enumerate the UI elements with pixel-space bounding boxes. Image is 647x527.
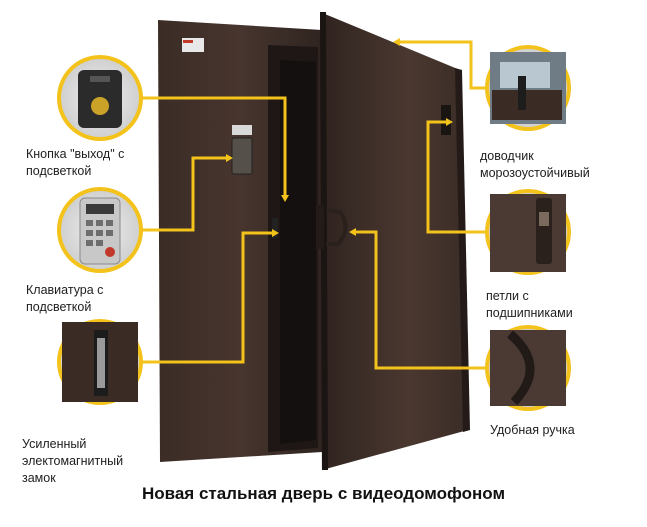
circle-exit-button [57, 55, 143, 141]
door-handle-plate [316, 205, 324, 249]
door-left-leaf [158, 20, 322, 462]
line-handle [356, 230, 490, 370]
label-magnetic-lock: Усиленный электомагнитный замок [22, 437, 124, 485]
callout-lines [140, 40, 490, 370]
label-handle: Удобная ручка [490, 423, 575, 437]
callout-arrowheads [226, 38, 453, 237]
circle-handle [485, 325, 571, 411]
door-card-plate [232, 125, 252, 135]
circle-hinges [485, 189, 571, 275]
door-keypad [231, 137, 253, 175]
door-lock-strip [272, 218, 278, 238]
label-door-closer: доводчик морозоустойчивый [480, 149, 590, 180]
circle-keypad [57, 187, 143, 273]
line-keypad-to-door [140, 156, 226, 232]
line-magnetic-lock [140, 231, 272, 364]
line-exit-button [140, 96, 287, 195]
line-hinges [426, 120, 490, 234]
circle-magnetic-lock [57, 319, 143, 405]
door-handle [326, 208, 348, 246]
label-exit-button: Кнопка "выход" с подсветкой [26, 147, 125, 178]
label-hinges: петли с подшипниками [486, 289, 573, 320]
sticker-stripe [183, 40, 193, 43]
line-door-closer [400, 40, 490, 90]
circle-door-closer [485, 45, 571, 131]
page-title: Новая стальная дверь с видеодомофоном [141, 484, 506, 503]
label-keypad: Клавиатура с подсветкой [26, 283, 104, 314]
